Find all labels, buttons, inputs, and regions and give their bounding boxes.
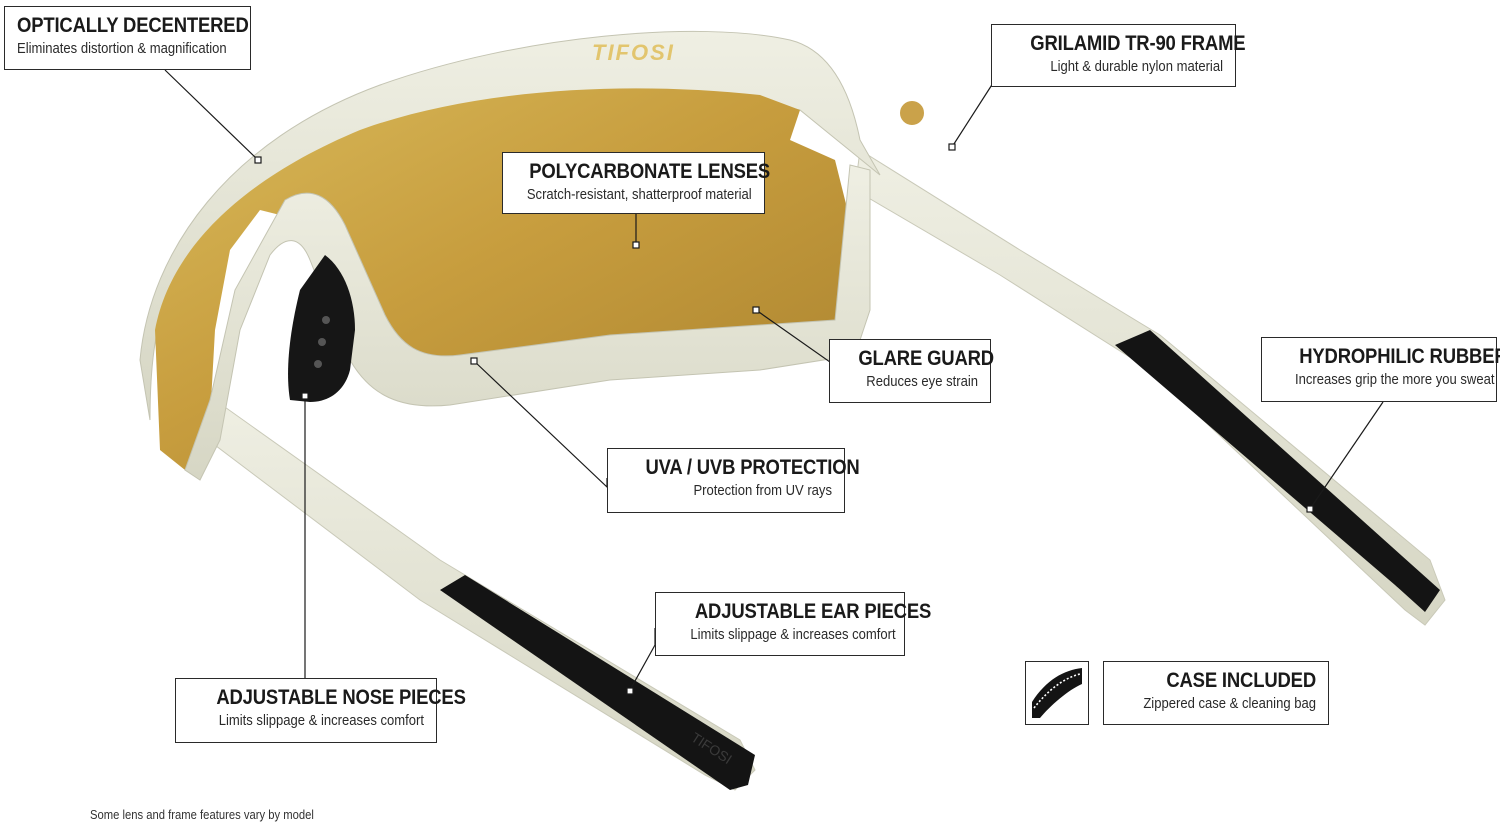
callout-case-included: CASE INCLUDED Zippered case & cleaning b… <box>1103 661 1329 725</box>
lens-frame-lower-rim <box>184 164 871 481</box>
callout-subtitle: Limits slippage & increases comfort <box>690 627 896 643</box>
left-temple-arm: TIFOSI <box>194 399 756 791</box>
callout-optically-decentered: OPTICALLY DECENTERED Eliminates distorti… <box>4 6 251 70</box>
lens-and-frame: TIFOSI <box>139 30 926 481</box>
callout-subtitle: Protection from UV rays <box>693 483 832 499</box>
callout-uva-uvb-protection: UVA / UVB PROTECTION Protection from UV … <box>607 448 860 513</box>
nose-piece <box>288 255 355 402</box>
leader-dots <box>254 143 1314 695</box>
lens-brand-mark: TIFOSI <box>592 40 675 65</box>
callout-subtitle: Zippered case & cleaning bag <box>1143 696 1316 712</box>
right-hydrophilic-rubber <box>1115 330 1440 612</box>
callout-polycarbonate-lenses: POLYCARBONATE LENSES Scratch-resistant, … <box>502 152 771 214</box>
callout-subtitle: Reduces eye strain <box>866 374 978 390</box>
callout-title: ADJUSTABLE NOSE PIECES <box>216 686 466 709</box>
callout-adjustable-ear-pieces: ADJUSTABLE EAR PIECES Limits slippage & … <box>655 592 932 656</box>
callout-adjustable-nose-pieces: ADJUSTABLE NOSE PIECES Limits slippage &… <box>175 678 466 743</box>
callout-glare-guard: GLARE GUARD Reduces eye strain <box>829 339 994 403</box>
callout-title: GRILAMID TR-90 FRAME <box>1030 32 1246 55</box>
footnote: Some lens and frame features vary by mod… <box>90 808 314 822</box>
callout-title: CASE INCLUDED <box>1166 669 1316 692</box>
hinge-logo <box>898 99 926 127</box>
callout-title: HYDROPHILIC RUBBER <box>1299 345 1500 368</box>
shield-lens <box>155 88 870 470</box>
callout-grilamid-frame: GRILAMID TR-90 FRAME Light & durable nyl… <box>991 24 1246 87</box>
callout-title: GLARE GUARD <box>858 347 994 370</box>
callout-subtitle: Limits slippage & increases comfort <box>218 713 424 729</box>
callout-title: UVA / UVB PROTECTION <box>645 456 860 479</box>
callout-subtitle: Eliminates distortion & magnification <box>17 41 227 57</box>
callout-title: OPTICALLY DECENTERED <box>17 14 249 37</box>
callout-title: POLYCARBONATE LENSES <box>529 160 771 183</box>
callout-hydrophilic-rubber: HYDROPHILIC RUBBER Increases grip the mo… <box>1261 337 1500 402</box>
callout-subtitle: Increases grip the more you sweat <box>1295 372 1495 388</box>
callout-subtitle: Scratch-resistant, shatterproof material <box>526 187 752 203</box>
right-temple-arm <box>854 149 1446 626</box>
zipper-case-icon <box>1025 661 1089 725</box>
callout-title: ADJUSTABLE EAR PIECES <box>694 600 932 623</box>
left-hydrophilic-rubber <box>440 575 755 790</box>
callout-subtitle: Light & durable nylon material <box>1050 59 1223 75</box>
